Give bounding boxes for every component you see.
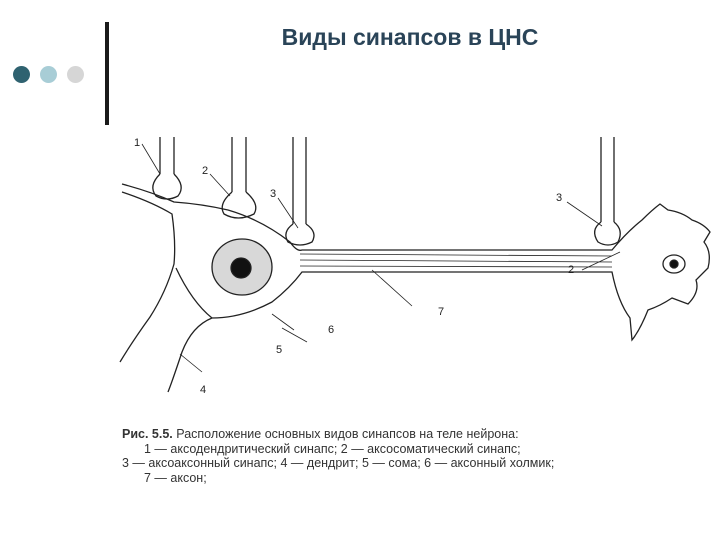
- label-3-right: 3: [556, 192, 563, 204]
- label-2-top: 2: [202, 165, 209, 177]
- label-7: 7: [438, 306, 445, 318]
- axon-fiber-3: [292, 137, 307, 224]
- bouton-4: [594, 221, 621, 246]
- caption-line-4: 7 — аксон;: [144, 470, 207, 485]
- synapse-figure: 1 2 3 3 2 4 5 6 7 Рис. 5.5. Расположение…: [112, 92, 718, 504]
- label-2-right: 2: [568, 264, 575, 276]
- label-6: 6: [328, 324, 335, 336]
- caption-line-3: 3 — аксоаксонный синапс; 4 — дендрит; 5 …: [122, 456, 555, 470]
- neuron-outline: [121, 183, 711, 393]
- bouton-2: [221, 191, 257, 219]
- bullet-dot-light: [40, 66, 57, 83]
- bullet-dot-dark: [13, 66, 30, 83]
- dendrite-left: [119, 191, 176, 363]
- soma-lower: [175, 267, 213, 319]
- neuron-diagram: [119, 137, 711, 393]
- label-5: 5: [276, 344, 283, 356]
- label-4: 4: [200, 384, 207, 396]
- caption-fig-num: Рис. 5.5.: [122, 427, 173, 441]
- title-divider: [105, 22, 109, 125]
- slide-title: Виды синапсов в ЦНС: [281, 24, 539, 50]
- bullet-dot-grey: [67, 66, 84, 83]
- figure-caption: Рис. 5.5. Расположение основных видов си…: [122, 427, 712, 485]
- axon-fiber-2: [231, 137, 247, 192]
- label-leaders: [141, 143, 621, 373]
- label-3-left: 3: [270, 188, 277, 200]
- target-nucleolus: [669, 259, 679, 269]
- nucleolus: [230, 257, 252, 279]
- label-1: 1: [134, 137, 141, 149]
- caption-line-2: 1 — аксодендритический синапс; 2 — аксос…: [144, 441, 521, 456]
- axon-fibrils: [299, 253, 613, 268]
- caption-line-1: Расположение основных видов синапсов на …: [176, 427, 519, 441]
- target-nucleus: [662, 254, 686, 274]
- axon-fiber-4: [600, 137, 615, 222]
- axon-fiber-1: [159, 137, 175, 174]
- bouton-3: [285, 223, 315, 246]
